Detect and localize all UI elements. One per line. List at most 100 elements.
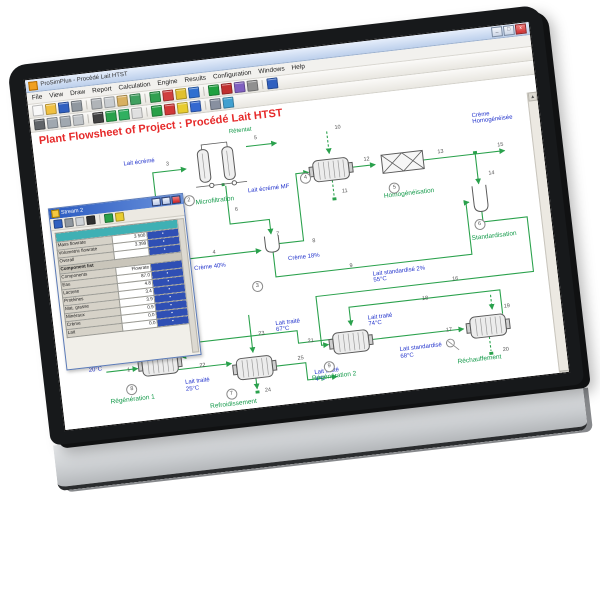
new-icon[interactable] [31,104,45,117]
stream-number-6: 6 [234,207,239,214]
stream-20[interactable] [488,336,492,352]
stream-number-15: 15 [496,141,504,149]
stream-number-18: 18 [421,295,429,302]
grid-icon[interactable] [246,79,259,92]
stream-18[interactable] [347,289,504,331]
stream-number-19: 19 [503,302,511,310]
stream-14[interactable] [474,153,482,185]
help-icon[interactable] [266,77,279,90]
print-icon[interactable] [63,217,74,228]
toolbar-separator [87,114,90,124]
stream-4[interactable] [179,248,262,261]
stream-number-25: 25 [297,355,305,363]
mixer-unit[interactable] [263,234,280,253]
copy-icon[interactable] [103,96,116,109]
stream-number-7: 7 [275,231,280,238]
stream-number-17: 17 [445,327,453,335]
pan-icon[interactable] [72,113,85,127]
stream-24[interactable] [253,378,260,390]
standardisation-vessel-unit[interactable] [471,184,489,212]
regeneration2-unit[interactable] [328,329,374,355]
stream-number-21: 21 [307,337,315,345]
menu-calculation[interactable]: Calculation [118,80,151,92]
report-icon[interactable] [233,81,246,94]
layers-icon[interactable] [209,98,222,111]
chart-icon[interactable] [103,212,114,223]
undo-icon[interactable] [129,93,142,106]
color-yellow-icon[interactable] [176,101,189,114]
play-icon[interactable] [85,214,96,225]
paste-icon[interactable] [116,94,129,107]
monitor-bezel: ProSimPlus - Procédé Lait HTST _ □ x Fil… [7,4,585,446]
stream-22[interactable] [178,361,233,371]
zoom-out-icon[interactable] [59,115,72,128]
cut-icon[interactable] [90,97,103,110]
color-red-icon[interactable] [163,103,176,116]
stream-9[interactable] [270,199,475,278]
stream-1[interactable] [106,366,139,373]
menu-windows[interactable]: Windows [258,65,286,76]
stream-23[interactable] [248,314,256,354]
stop-icon[interactable] [220,82,233,95]
pointer-icon[interactable] [33,118,46,131]
scroll-up-icon[interactable]: ▲ [527,91,538,102]
dialog-close-button[interactable] [171,194,181,204]
refresh-icon[interactable] [222,96,235,109]
save-icon[interactable] [52,218,63,229]
stream-number-9: 9 [349,262,354,270]
stream-13[interactable] [423,153,476,161]
monitor-stand-base [184,537,436,596]
menu-results[interactable]: Results [184,74,207,84]
stream-17[interactable] [368,326,465,341]
cooling-unit[interactable] [232,355,278,381]
stream-number-16: 16 [451,275,459,283]
stream-21[interactable] [180,327,333,360]
close-button[interactable]: x [514,23,527,35]
streams-icon[interactable] [174,87,188,101]
scroll-down-icon[interactable]: ▼ [559,369,570,380]
color-blue-icon[interactable] [189,100,202,113]
stream-number-8: 8 [312,238,316,245]
stream-25[interactable] [272,359,338,383]
stream-19[interactable] [488,294,495,310]
print-icon[interactable] [70,99,83,113]
color-green-icon[interactable] [150,104,163,117]
stream-11[interactable] [331,180,335,197]
menu-engine[interactable]: Engine [157,77,179,88]
stream-6[interactable] [225,181,274,238]
units-icon[interactable] [187,86,201,99]
run-icon[interactable] [207,84,220,97]
heat-exchanger-1-unit[interactable] [308,157,354,183]
menu-help[interactable]: Help [291,63,306,72]
line-icon[interactable] [105,110,118,123]
zoom-in-icon[interactable] [46,116,59,130]
open-icon[interactable] [44,102,57,116]
stream-icon[interactable] [117,108,131,121]
thermo-icon[interactable] [162,89,175,102]
menu-file[interactable]: File [31,93,43,102]
stream-15[interactable] [475,148,506,155]
components-icon[interactable] [149,90,162,104]
menu-draw[interactable]: Draw [69,88,86,98]
menu-report[interactable]: Report [91,85,113,95]
save-icon[interactable] [57,101,70,114]
stream-10[interactable] [325,131,332,155]
menu-view[interactable]: View [48,91,64,100]
stream-5[interactable] [245,140,278,148]
dialog-maximize-button[interactable] [161,196,172,205]
maximize-button[interactable]: □ [502,24,515,36]
microfiltration-unit[interactable] [191,140,248,189]
app-icon [28,80,39,91]
palette-icon[interactable] [114,211,125,222]
minimize-button[interactable]: _ [490,26,503,38]
text-icon[interactable] [92,111,105,124]
copy-icon[interactable] [74,216,85,227]
box-icon[interactable] [130,107,144,120]
homogenizer-unit[interactable] [380,149,425,174]
reheating-unit[interactable] [465,313,511,339]
dialog-minimize-button[interactable] [151,197,162,207]
